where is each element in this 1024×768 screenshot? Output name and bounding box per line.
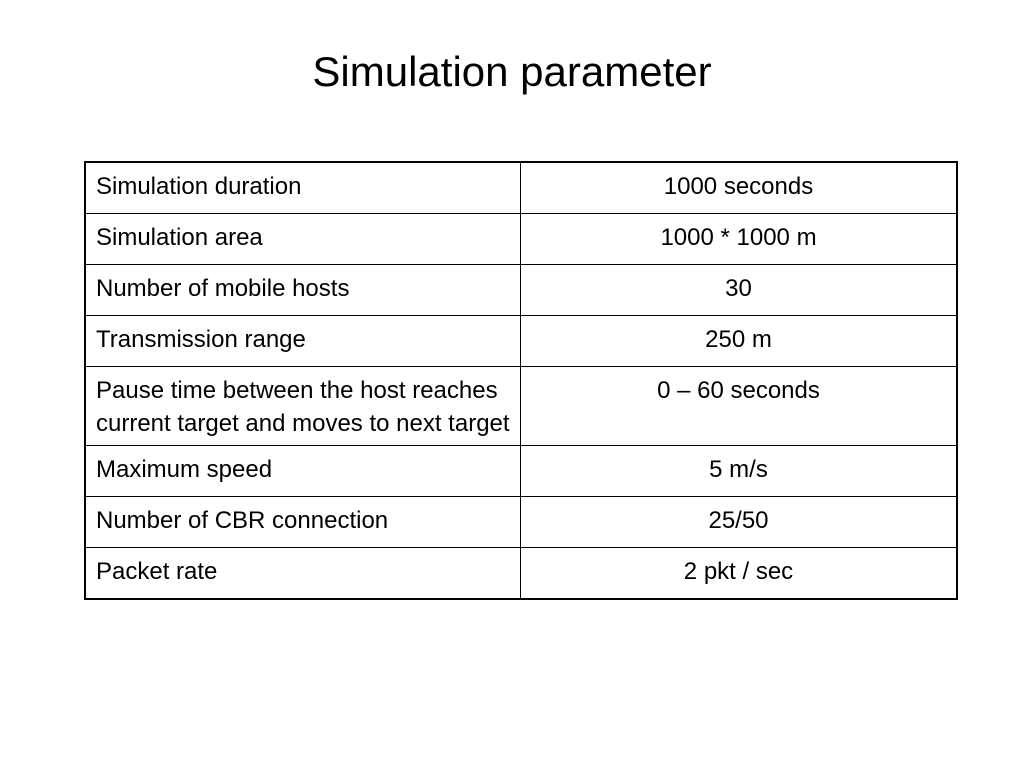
parameter-name-cell: Number of mobile hosts bbox=[84, 264, 521, 316]
parameter-value-cell: 30 bbox=[520, 264, 958, 316]
parameter-value-cell: 250 m bbox=[520, 315, 958, 367]
parameter-name-cell: Packet rate bbox=[84, 547, 521, 600]
parameter-value-cell: 2 pkt / sec bbox=[520, 547, 958, 600]
parameter-name-cell: Maximum speed bbox=[84, 445, 521, 497]
parameter-value-cell: 5 m/s bbox=[520, 445, 958, 497]
slide-title: Simulation parameter bbox=[312, 48, 712, 95]
parameter-value-cell: 25/50 bbox=[520, 496, 958, 548]
table-row: Number of CBR connection 25/50 bbox=[84, 496, 958, 548]
parameter-name-cell: Number of CBR connection bbox=[84, 496, 521, 548]
parameter-name-cell: Pause time between the host reaches curr… bbox=[84, 366, 521, 446]
table-row: Packet rate 2 pkt / sec bbox=[84, 547, 958, 600]
parameter-name-cell: Transmission range bbox=[84, 315, 521, 367]
parameter-table: Simulation duration 1000 seconds Simulat… bbox=[84, 161, 958, 600]
table-row: Pause time between the host reaches curr… bbox=[84, 366, 958, 446]
parameter-name-cell: Simulation area bbox=[84, 213, 521, 265]
table-row: Maximum speed 5 m/s bbox=[84, 445, 958, 497]
table-row: Transmission range 250 m bbox=[84, 315, 958, 367]
parameter-value-cell: 1000 * 1000 m bbox=[520, 213, 958, 265]
table-row: Simulation duration 1000 seconds bbox=[84, 161, 958, 214]
parameter-name-cell: Simulation duration bbox=[84, 161, 521, 214]
table-row: Simulation area 1000 * 1000 m bbox=[84, 213, 958, 265]
table-row: Number of mobile hosts 30 bbox=[84, 264, 958, 316]
parameter-value-cell: 0 – 60 seconds bbox=[520, 366, 958, 446]
parameter-table-body: Simulation duration 1000 seconds Simulat… bbox=[84, 161, 958, 600]
parameter-value-cell: 1000 seconds bbox=[520, 161, 958, 214]
